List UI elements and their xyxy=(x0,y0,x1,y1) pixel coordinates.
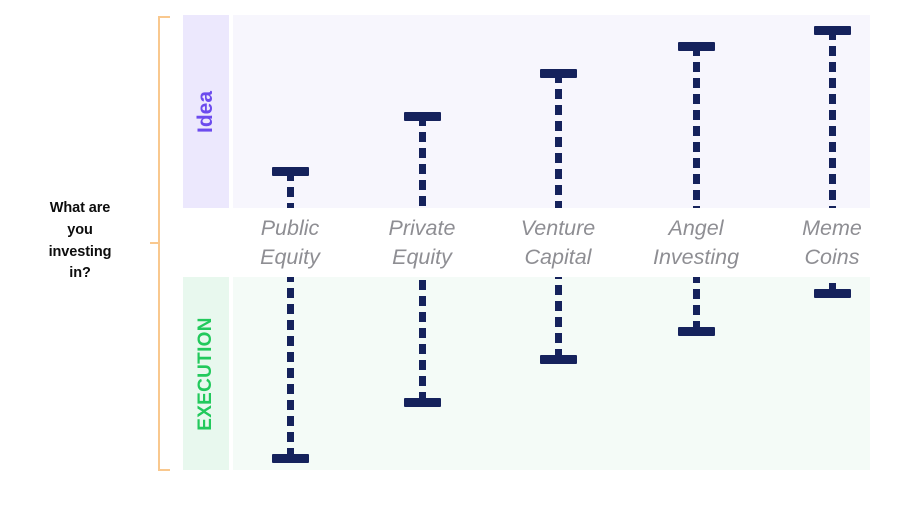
category-label: Angel Investing xyxy=(652,216,740,269)
page-title: What are you investing in? xyxy=(48,200,112,282)
axis-bracket xyxy=(150,12,172,474)
band-label-idea: Idea xyxy=(183,15,229,208)
bracket-arm-bottom xyxy=(158,469,170,471)
category-label: Venture Capital xyxy=(520,216,596,269)
band-label-idea-text: Idea xyxy=(194,90,217,133)
band-label-execution-text: EXECUTION xyxy=(195,316,217,431)
category-label: Meme Coins xyxy=(802,216,862,269)
plot-area-execution xyxy=(233,277,870,470)
category-label: Private Equity xyxy=(388,216,456,269)
plot-area-idea xyxy=(233,15,870,208)
bracket-center-tick xyxy=(150,242,160,244)
category-label: Public Equity xyxy=(260,216,320,269)
bracket-arm-top xyxy=(158,16,170,18)
band-label-execution: EXECUTION xyxy=(183,277,229,470)
category-axis: Public Equity Private Equity Venture Capit… xyxy=(233,210,908,276)
